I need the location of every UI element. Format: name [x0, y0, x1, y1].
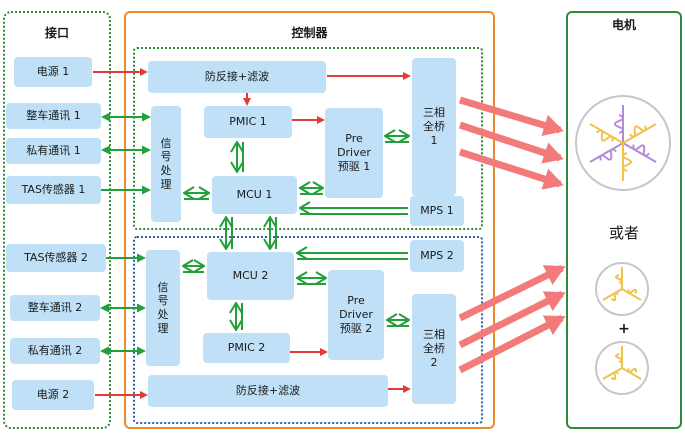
plus-label: + [618, 321, 630, 337]
signal-1-char: 处 [160, 164, 172, 177]
bridge-2-line: 全桥 [423, 342, 445, 356]
signal-1-char: 信 [160, 136, 172, 150]
mps-2: MPS 2 [410, 240, 464, 272]
signal-processing-1: 信 号 处 理 [151, 106, 181, 222]
predriver-1-line: Driver [337, 146, 371, 160]
motor-title: 电机 [611, 18, 636, 32]
pmic-1: PMIC 1 [204, 106, 292, 138]
predriver-2-line: Driver [339, 308, 373, 322]
signal-2-char: 信 [157, 280, 169, 294]
bridge-2: 三相 全桥 2 [412, 294, 456, 404]
phase-arrow-2c [458, 314, 566, 374]
vehicle-comm-1: 整车通讯 1 [6, 103, 101, 129]
bridge-1-line: 全桥 [423, 120, 445, 134]
vehicle-comm-2: 整车通讯 2 [10, 295, 100, 321]
predriver-1-line: 预驱 1 [337, 159, 371, 173]
private-comm-2: 私有通讯 2 [10, 338, 100, 364]
mps-1: MPS 1 [410, 196, 464, 226]
pmic-2: PMIC 2 [203, 333, 290, 363]
protect-filter-2: 防反接+滤波 [148, 375, 388, 407]
interface-panel [3, 11, 111, 429]
predriver-1-line: Pre [345, 132, 363, 146]
phase-arrow-1c [458, 148, 564, 190]
power-2: 电源 2 [12, 380, 94, 410]
signal-2-char: 理 [157, 321, 169, 335]
bridge-2-line: 三相 [423, 328, 445, 342]
phase-arrow-2b [458, 290, 566, 349]
phase-arrow-1a [458, 96, 564, 136]
bridge-1-line: 1 [430, 133, 438, 147]
bridge-1: 三相 全桥 1 [412, 58, 456, 196]
phase-arrow-2a [458, 264, 566, 322]
private-comm-1: 私有通讯 1 [6, 138, 101, 164]
predriver-2-line: 预驱 2 [339, 321, 373, 335]
signal-2-char: 号 [157, 294, 169, 308]
interface-title: 接口 [44, 26, 69, 40]
tas-sensor-2: TAS传感器 2 [6, 244, 106, 272]
power-1: 电源 1 [14, 57, 92, 87]
signal-processing-2: 信 号 处 理 [146, 250, 180, 366]
protect-filter-1: 防反接+滤波 [148, 61, 326, 93]
tas-sensor-1: TAS传感器 1 [6, 176, 101, 204]
channel-2-region [133, 236, 483, 424]
motor-panel [566, 11, 682, 429]
or-label: 或者 [608, 224, 639, 242]
mcu-1: MCU 1 [212, 176, 297, 214]
channel-1-region [133, 47, 483, 230]
predriver-1: Pre Driver 预驱 1 [325, 108, 383, 198]
controller-panel [124, 11, 495, 429]
signal-2-char: 处 [157, 308, 169, 321]
single-winding-motor-2 [595, 341, 649, 395]
predriver-2: Pre Driver 预驱 2 [328, 270, 384, 360]
bridge-1-line: 三相 [423, 106, 445, 120]
predriver-2-line: Pre [347, 294, 365, 308]
signal-1-char: 理 [160, 177, 172, 191]
mcu-2: MCU 2 [207, 252, 294, 300]
single-winding-motor-1 [595, 262, 649, 316]
signal-1-char: 号 [160, 150, 172, 164]
bridge-2-line: 2 [430, 355, 438, 369]
controller-title: 控制器 [291, 26, 328, 40]
dual-winding-motor [575, 95, 671, 191]
phase-arrow-1b [458, 121, 564, 164]
